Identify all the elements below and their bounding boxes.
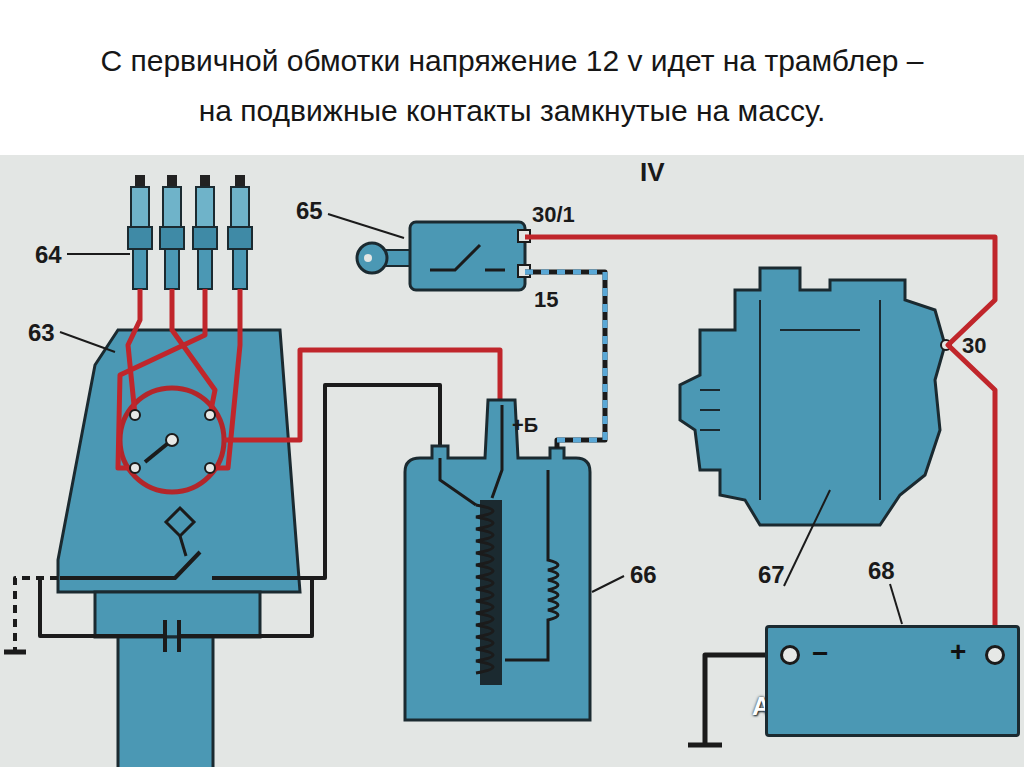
- high-voltage-wires-part: [172, 289, 215, 415]
- generator-part: [700, 300, 880, 500]
- leader-lines-part: [67, 253, 130, 255]
- callout-number: 67: [758, 562, 785, 588]
- terminal-sign: −: [812, 640, 828, 668]
- battery-terminal: [985, 645, 1005, 665]
- breaker-and-capacitor-part: [40, 578, 312, 652]
- distributor: [58, 330, 300, 767]
- cap-contacts-part: [130, 463, 140, 473]
- breaker-and-capacitor-part: [15, 578, 58, 650]
- high-voltage-wires-part: [128, 289, 140, 415]
- spark-plugs: [128, 175, 252, 289]
- ignition-switch-part: [357, 243, 387, 273]
- leader-lines-part: [328, 214, 404, 238]
- supply-wires-part: [525, 237, 995, 630]
- terminal-label: 30: [962, 334, 986, 358]
- terminal-sign: +: [950, 638, 966, 666]
- terminal-label: 30/1: [532, 203, 575, 227]
- leader-lines-part: [784, 490, 830, 586]
- terminal-label: 15: [534, 288, 558, 312]
- ignition-coil-part: [505, 470, 558, 660]
- callout-number: 66: [630, 562, 657, 588]
- spark-plugs-part: [228, 175, 252, 289]
- cap-contacts-part: [205, 410, 215, 420]
- leader-lines-part: [592, 576, 624, 592]
- spark-plugs-part: [160, 175, 184, 289]
- generator-part: [680, 268, 945, 525]
- cap-contacts-part: [166, 434, 178, 446]
- ignition-coil-part: [440, 405, 502, 505]
- battery-terminal: [780, 645, 800, 665]
- spark-plugs-part: [193, 175, 217, 289]
- leader-lines-part: [60, 332, 115, 352]
- breaker-and-capacitor: [4, 385, 440, 652]
- distributor-part: [166, 508, 194, 536]
- breaker-and-capacitor-part: [4, 650, 26, 655]
- ignition-switch-part: [430, 245, 505, 270]
- generator: [680, 268, 951, 525]
- ignition-switch-part: [364, 254, 372, 262]
- high-voltage-wires-part: [224, 350, 500, 440]
- distributor-part: [118, 637, 213, 767]
- distributor-part: [180, 536, 186, 556]
- distributor-part: [58, 330, 300, 592]
- callout-number: 64: [35, 242, 62, 268]
- cap-contacts-part: [130, 410, 140, 420]
- callout-number: 63: [28, 320, 55, 346]
- cap-contacts-part: [205, 463, 215, 473]
- leader-lines: [60, 214, 902, 624]
- ignition-coil-part: [405, 400, 590, 720]
- title: С первичной обмотки напряжение 12 v идет…: [92, 36, 932, 136]
- high-voltage-wires-part: [118, 289, 205, 468]
- spark-plugs-part: [128, 175, 152, 289]
- terminal-label: +Б: [512, 414, 538, 436]
- roman-numeral: IV: [640, 158, 665, 187]
- ignition-switch-part: [410, 222, 525, 290]
- breaker-and-capacitor-part: [212, 576, 292, 580]
- callout-number: 65: [296, 198, 323, 224]
- leader-lines-part: [890, 584, 902, 624]
- callout-number: 68: [868, 558, 895, 584]
- battery: −+: [765, 625, 1020, 737]
- breaker-and-capacitor-part: [60, 552, 200, 578]
- ignition-coil: [405, 400, 590, 720]
- high-voltage-wires: [118, 289, 500, 468]
- cap-contacts: [130, 410, 215, 473]
- ignition-coil-part: [476, 505, 493, 673]
